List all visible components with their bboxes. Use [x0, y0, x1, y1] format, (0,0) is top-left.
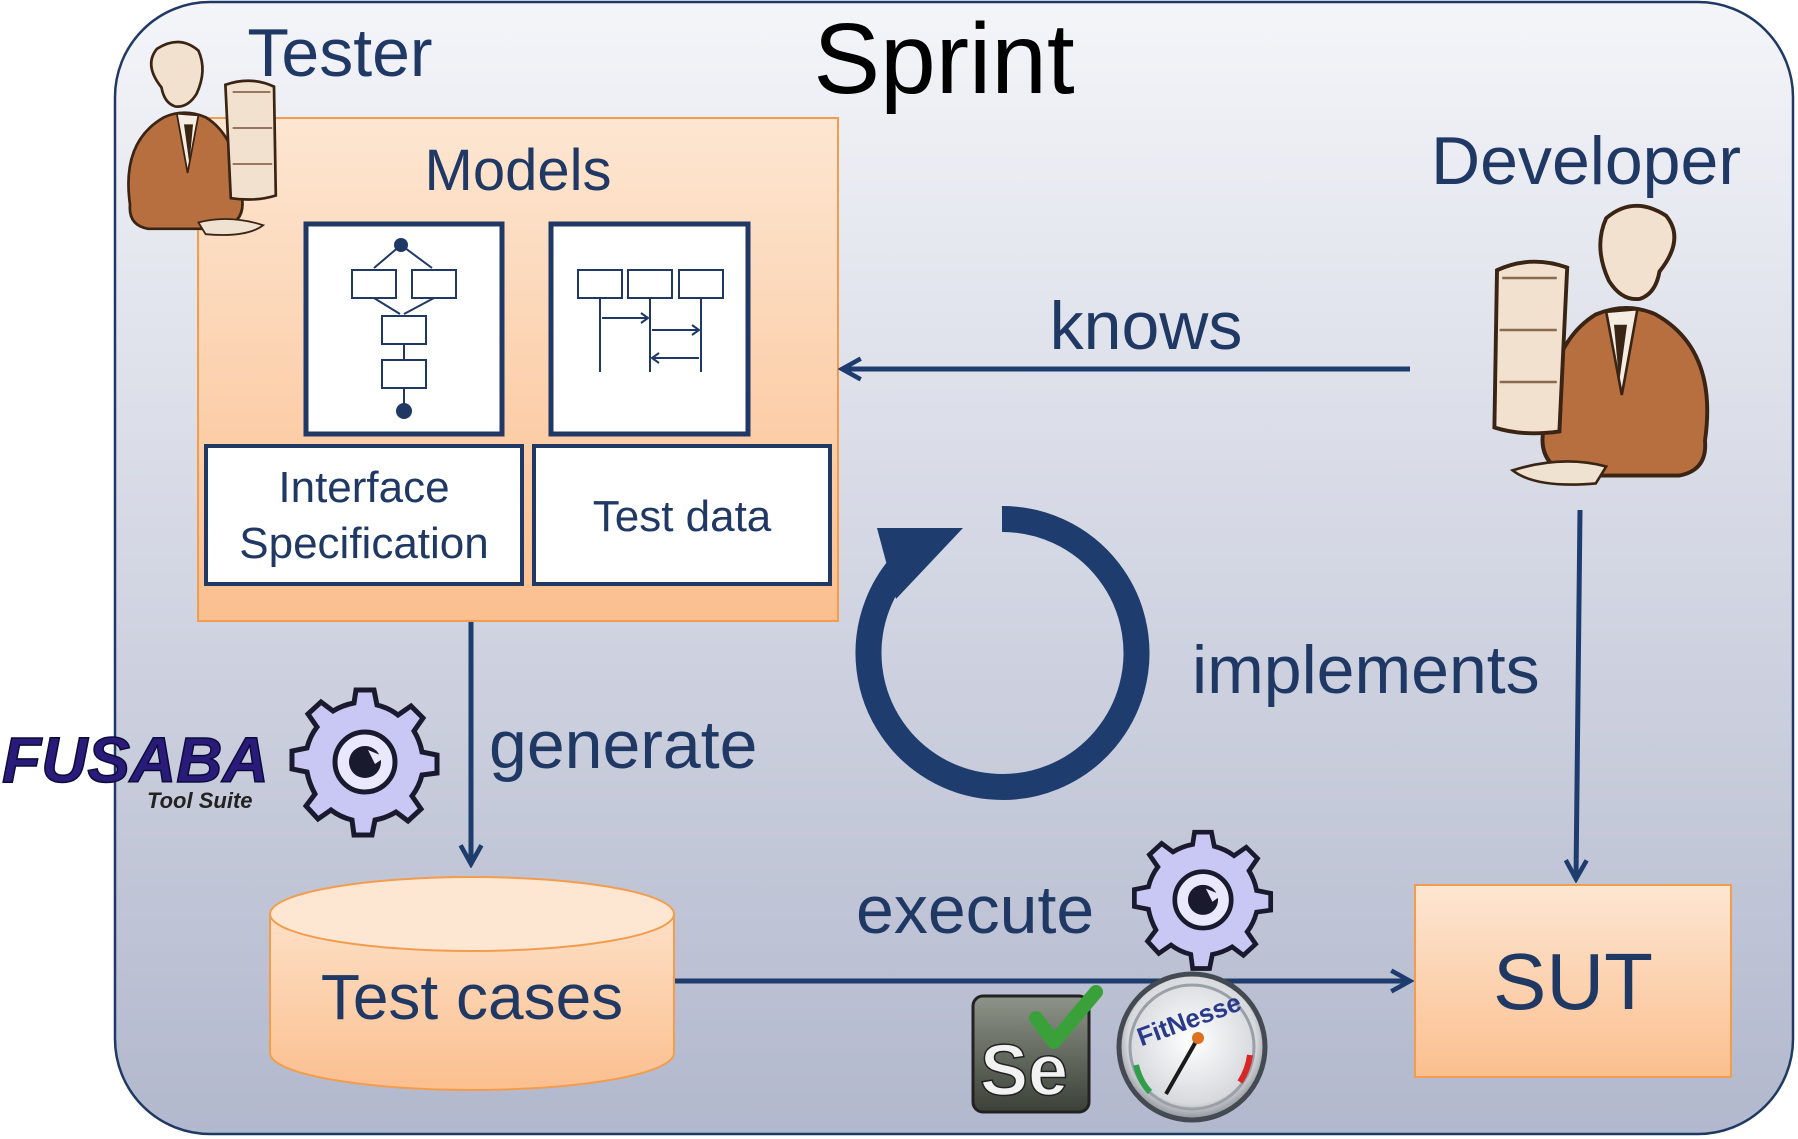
- sut-label: SUT: [1493, 937, 1653, 1026]
- activity-diagram-thumbnail: [303, 221, 505, 437]
- test-data-box: [532, 444, 832, 586]
- cycle-icon: [855, 505, 1150, 800]
- fusaba-subtitle: Tool Suite: [147, 788, 253, 813]
- interface-spec-line1: Interface: [278, 463, 449, 512]
- test-cases-label: Test cases: [321, 961, 623, 1033]
- interface-spec-line2: Specification: [239, 519, 488, 568]
- execute-label: execute: [856, 872, 1094, 948]
- selenium-logo: Se: [971, 985, 1103, 1114]
- tester-label: Tester: [247, 15, 432, 91]
- models-heading: Models: [425, 138, 612, 203]
- generate-label: generate: [489, 707, 757, 783]
- implements-label: implements: [1192, 632, 1540, 708]
- sprint-title: Sprint: [813, 3, 1074, 115]
- developer-label: Developer: [1431, 123, 1741, 199]
- fusaba-logo: FUSABA: [2, 724, 269, 796]
- test-cases-database: [269, 876, 675, 1091]
- test-data-label: Test data: [593, 492, 772, 541]
- interface-specification-box: [204, 444, 524, 586]
- fitnesse-logo: FitNesse: [1116, 971, 1268, 1123]
- execute-gear-icon: [1134, 832, 1270, 968]
- fusaba-gear-icon: [292, 690, 437, 835]
- sut-box: [1414, 884, 1732, 1078]
- knows-label: knows: [1050, 288, 1243, 364]
- sequence-diagram-thumbnail: [548, 221, 751, 437]
- implements-arrow: [1576, 509, 1580, 879]
